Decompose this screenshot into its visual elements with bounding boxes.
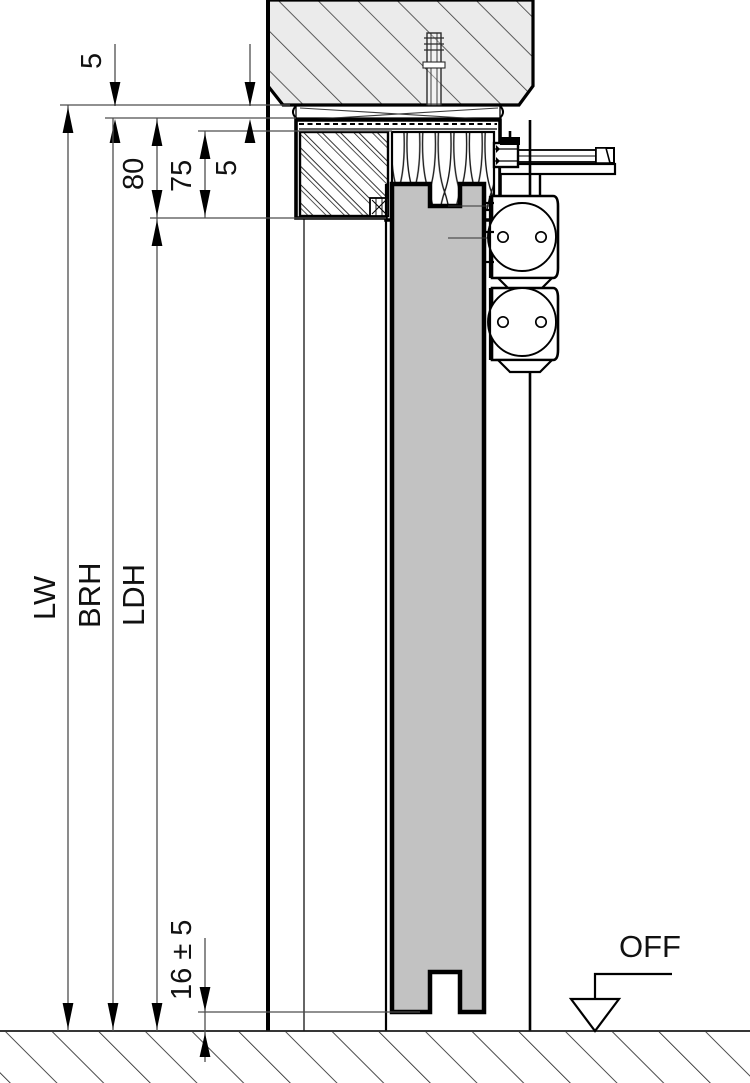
lower-carriage-shoe <box>495 358 555 374</box>
head-seal-detail <box>369 197 389 217</box>
dim-label-ldh: LDH <box>116 564 151 626</box>
head-trim-strip <box>295 105 501 119</box>
dimension-lw: LW <box>27 105 74 1031</box>
dimension-head-clearance: 5 <box>211 160 243 176</box>
level-marker-leader <box>593 972 672 1000</box>
partition-wall <box>266 0 305 1031</box>
dimension-top-gap: 5 <box>76 44 256 106</box>
dimension-brh: BRH <box>72 118 119 1031</box>
level-marker-triangle <box>568 997 622 1033</box>
dim-label-top-gap: 5 <box>76 53 108 69</box>
dimension-extension-lines <box>60 104 420 1013</box>
lower-roller-carriage <box>487 286 560 374</box>
dim-label-head-total: 80 <box>118 158 150 190</box>
dim-label-head-clearance: 5 <box>211 160 243 176</box>
ceiling-slab <box>266 0 535 107</box>
level-marker-off: OFF <box>568 929 681 1033</box>
dimension-head-inner: 75 <box>166 131 211 218</box>
ceiling-slab-outline <box>266 0 535 107</box>
sliding-door-leaf <box>384 181 512 1031</box>
level-marker-label: OFF <box>619 929 681 964</box>
timber-blocking <box>298 130 390 218</box>
upper-roller-carriage <box>484 194 560 292</box>
timber-blocking-outline <box>298 130 390 218</box>
dimension-floor-gap: 16 ± 5 <box>166 920 211 1062</box>
dim-label-brh: BRH <box>72 563 107 628</box>
dimension-head-total: 80 <box>118 118 163 218</box>
dim-label-floor-gap: 16 ± 5 <box>166 920 198 1000</box>
dimension-ldh: LDH <box>116 218 163 1031</box>
upper-roller-wheel <box>487 202 557 272</box>
door-leaf-profile <box>389 181 487 1015</box>
dim-label-lw: LW <box>27 575 62 620</box>
finished-floor <box>0 1030 750 1083</box>
dimension-arrow-cluster-top <box>109 119 256 143</box>
lower-roller-wheel <box>487 287 557 357</box>
floor-hatch <box>0 1032 750 1083</box>
dim-label-head-inner: 75 <box>166 160 198 192</box>
